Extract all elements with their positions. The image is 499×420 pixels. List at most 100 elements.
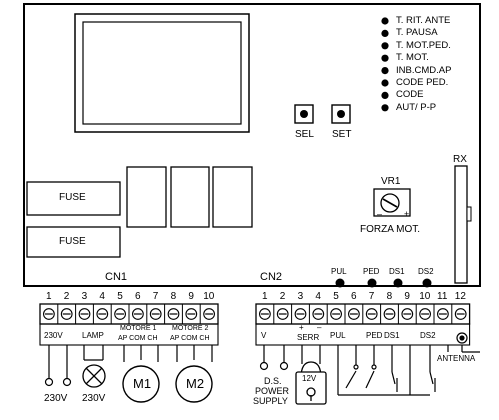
ds1-led-label: DS1 [389, 267, 405, 276]
cn1-terminal-number-5: 5 [117, 291, 123, 302]
psu-label-1: D.S. [264, 376, 282, 386]
cn1-power-voltage: 230V [44, 393, 68, 404]
cn2-terminal-number-11: 11 [437, 291, 448, 302]
psu-label-2: POWER [255, 386, 290, 396]
cn1-terminal-number-10: 10 [203, 291, 215, 302]
vr1-trimmer[interactable] [373, 188, 411, 217]
cn2-term-ped: PED [366, 331, 383, 340]
sel-label: SEL [295, 129, 314, 140]
cn2-terminal-number-7: 7 [368, 291, 375, 302]
cn1-terminal-number-2: 2 [63, 291, 70, 302]
rx-notch [466, 206, 472, 222]
cn1-terminal-number-7: 7 [152, 291, 159, 302]
relay-1 [126, 166, 167, 228]
board-outline [23, 3, 481, 287]
cn2-term-serr-plus: + [299, 323, 304, 332]
led-label-5: INB.CMD.AP [396, 64, 452, 76]
motor-2-label: M2 [186, 376, 205, 391]
cn2-term-ds2: DS2 [420, 331, 436, 340]
vr1-plus: + [404, 209, 410, 219]
cn2-wiring [259, 345, 480, 396]
ped-led [367, 278, 377, 288]
led-8 [381, 104, 389, 112]
relay-3 [212, 166, 253, 228]
led-label-8: AUT/ P-P [396, 101, 437, 113]
fuse-bottom-label: FUSE [59, 236, 86, 247]
led-label-3: T. MOT.PED. [396, 39, 451, 51]
led-6 [381, 79, 389, 87]
cn1-group-m1: MOTORE 1 [120, 325, 157, 332]
cn1-terminal-number-3: 3 [81, 291, 88, 302]
cn2-term-serr: SERR [297, 333, 320, 342]
cn2-terminal-number-3: 3 [297, 291, 304, 302]
led-7 [381, 91, 389, 99]
led-label-6: CODE PED. [396, 77, 449, 88]
motor-2-symbol [175, 365, 213, 403]
rx-module [454, 165, 468, 284]
ds2-led-label: DS2 [418, 267, 434, 276]
pul-led-label: PUL [331, 267, 347, 276]
fuse-top-label: FUSE [59, 192, 86, 203]
led-3 [381, 42, 389, 50]
cn2-term-ds1: DS1 [384, 331, 400, 340]
set-label: SET [332, 129, 352, 140]
set-button[interactable] [331, 104, 351, 124]
vr1-minus: – [377, 209, 383, 219]
cn1-terminal-block [39, 303, 219, 346]
cn1-lamp-voltage: 230V [82, 393, 106, 404]
cn1-terminal-number-6: 6 [135, 291, 141, 302]
ds1-led [393, 278, 403, 288]
cn2-terminal-number-2: 2 [279, 291, 286, 302]
cn1-terminal-number-9: 9 [188, 291, 194, 302]
cn1-group-power: 230V [44, 331, 63, 340]
led-1 [381, 17, 389, 25]
psu-label-3: SUPPLY [253, 396, 288, 406]
cn2-terminal-number-9: 9 [404, 291, 410, 302]
fuse-top-box [26, 181, 121, 216]
antenna-label: ANTENNA [437, 354, 476, 363]
cn1-terminal-number-8: 8 [170, 291, 177, 302]
cn1-group-lamp: LAMP [82, 331, 104, 340]
cn1-label: CN1 [105, 271, 128, 283]
ds2-led [422, 278, 432, 288]
cn2-terminal-number-6: 6 [351, 291, 357, 302]
led-2 [381, 29, 389, 37]
display-window-outer [74, 13, 250, 133]
cn1-group-m2-sub: AP COM CH [170, 335, 210, 342]
cn1-group-m1-sub: AP COM CH [118, 335, 158, 342]
vr1-label: VR1 [381, 176, 401, 187]
cn2-terminal-number-4: 4 [315, 291, 321, 302]
cn1-wiring [44, 345, 213, 387]
relay-2 [170, 166, 210, 228]
cn2-label: CN2 [260, 271, 283, 283]
cn2-term-serr-minus: – [317, 323, 322, 332]
cn2-terminal-label-strip [255, 323, 471, 346]
cn2-terminal-block [255, 303, 471, 346]
fuse-bottom-box [26, 226, 121, 258]
pul-led [335, 278, 345, 288]
cn2-terminal-number-1: 1 [262, 291, 268, 302]
display-window-inner [82, 21, 242, 125]
lock-symbol [295, 361, 327, 405]
led-label-1: T. RIT. ANTE [396, 15, 451, 26]
antenna-terminal-symbol [456, 332, 468, 344]
led-label-4: T. MOT. [396, 52, 429, 64]
cn2-terminal-number-5: 5 [333, 291, 339, 302]
led-4 [381, 54, 389, 62]
led-5 [381, 67, 389, 75]
led-column [381, 17, 389, 112]
cn2-term-v: V [261, 331, 267, 340]
cn2-terminal-number-8: 8 [386, 291, 393, 302]
cn2-terminal-number-10: 10 [419, 291, 431, 302]
cn2-terminal-number-12: 12 [454, 291, 466, 302]
lamp-symbol [82, 364, 106, 388]
led-label-2: T. PAUSA [396, 27, 438, 39]
ped-led-label: PED [363, 267, 380, 276]
cn1-group-m2: MOTORE 2 [172, 325, 209, 332]
cn1-terminal-number-1: 1 [46, 291, 52, 302]
rx-label: RX [453, 154, 467, 165]
cn1-terminal-number-4: 4 [99, 291, 105, 302]
vr1-caption: FORZA MOT. [360, 224, 420, 235]
sel-button[interactable] [294, 104, 314, 124]
